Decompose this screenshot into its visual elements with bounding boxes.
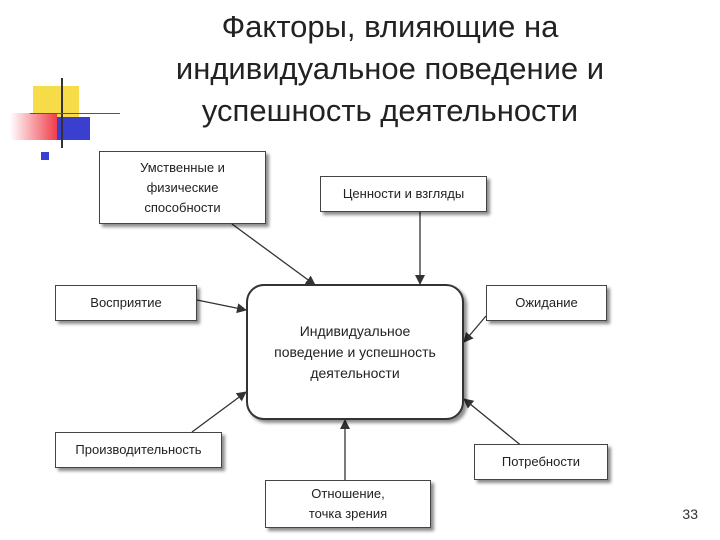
factor-expectation-box: Ожидание (486, 285, 607, 321)
decor-small-blue-square (41, 152, 49, 160)
abilities-line-2: физические (146, 179, 219, 195)
abilities-line-1: Умственные и (140, 159, 225, 175)
arrow-productivity (191, 391, 247, 433)
center-line-2: поведение и успешность (274, 343, 436, 360)
perception-label: Восприятие (90, 295, 162, 310)
attitude-line-1: Отношение, (311, 486, 385, 501)
factor-productivity-box: Производительность (55, 432, 222, 468)
decor-horizontal-line (30, 113, 120, 114)
values-label: Ценности и взгляды (342, 186, 465, 201)
factor-needs-box: Потребности (474, 444, 608, 480)
attitude-line-2: точка зрения (308, 506, 388, 521)
decor-blue-square (57, 117, 90, 140)
factor-attitude-box: Отношение, точка зрения (265, 480, 431, 528)
factor-values-box: Ценности и взгляды (320, 176, 487, 212)
needs-label: Потребности (501, 454, 581, 469)
arrow-needs (463, 398, 524, 448)
title-line-3: успешность деятельности (201, 93, 579, 128)
expectation-label: Ожидание (515, 295, 578, 310)
decor-red-square (10, 113, 57, 140)
center-line-3: деятельности (310, 364, 400, 381)
arrow-abilities (231, 223, 316, 286)
factor-abilities-box: Умственные и физические способности (99, 151, 266, 224)
abilities-line-3: способности (144, 199, 221, 215)
center-line-1: Индивидуальное (299, 322, 411, 339)
arrow-perception (196, 299, 247, 314)
factor-perception-box: Восприятие (55, 285, 197, 321)
arrow-expectation (463, 315, 487, 343)
page-number: 33 (682, 506, 698, 522)
title-line-1: Факторы, влияющие на (221, 9, 559, 44)
title-line-2: индивидуальное поведение и (175, 51, 605, 86)
productivity-label: Производительность (75, 442, 202, 457)
slide-title: Факторы, влияющие на индивидуальное пове… (130, 6, 650, 132)
center-box: Индивидуальное поведение и успешность де… (246, 284, 464, 420)
